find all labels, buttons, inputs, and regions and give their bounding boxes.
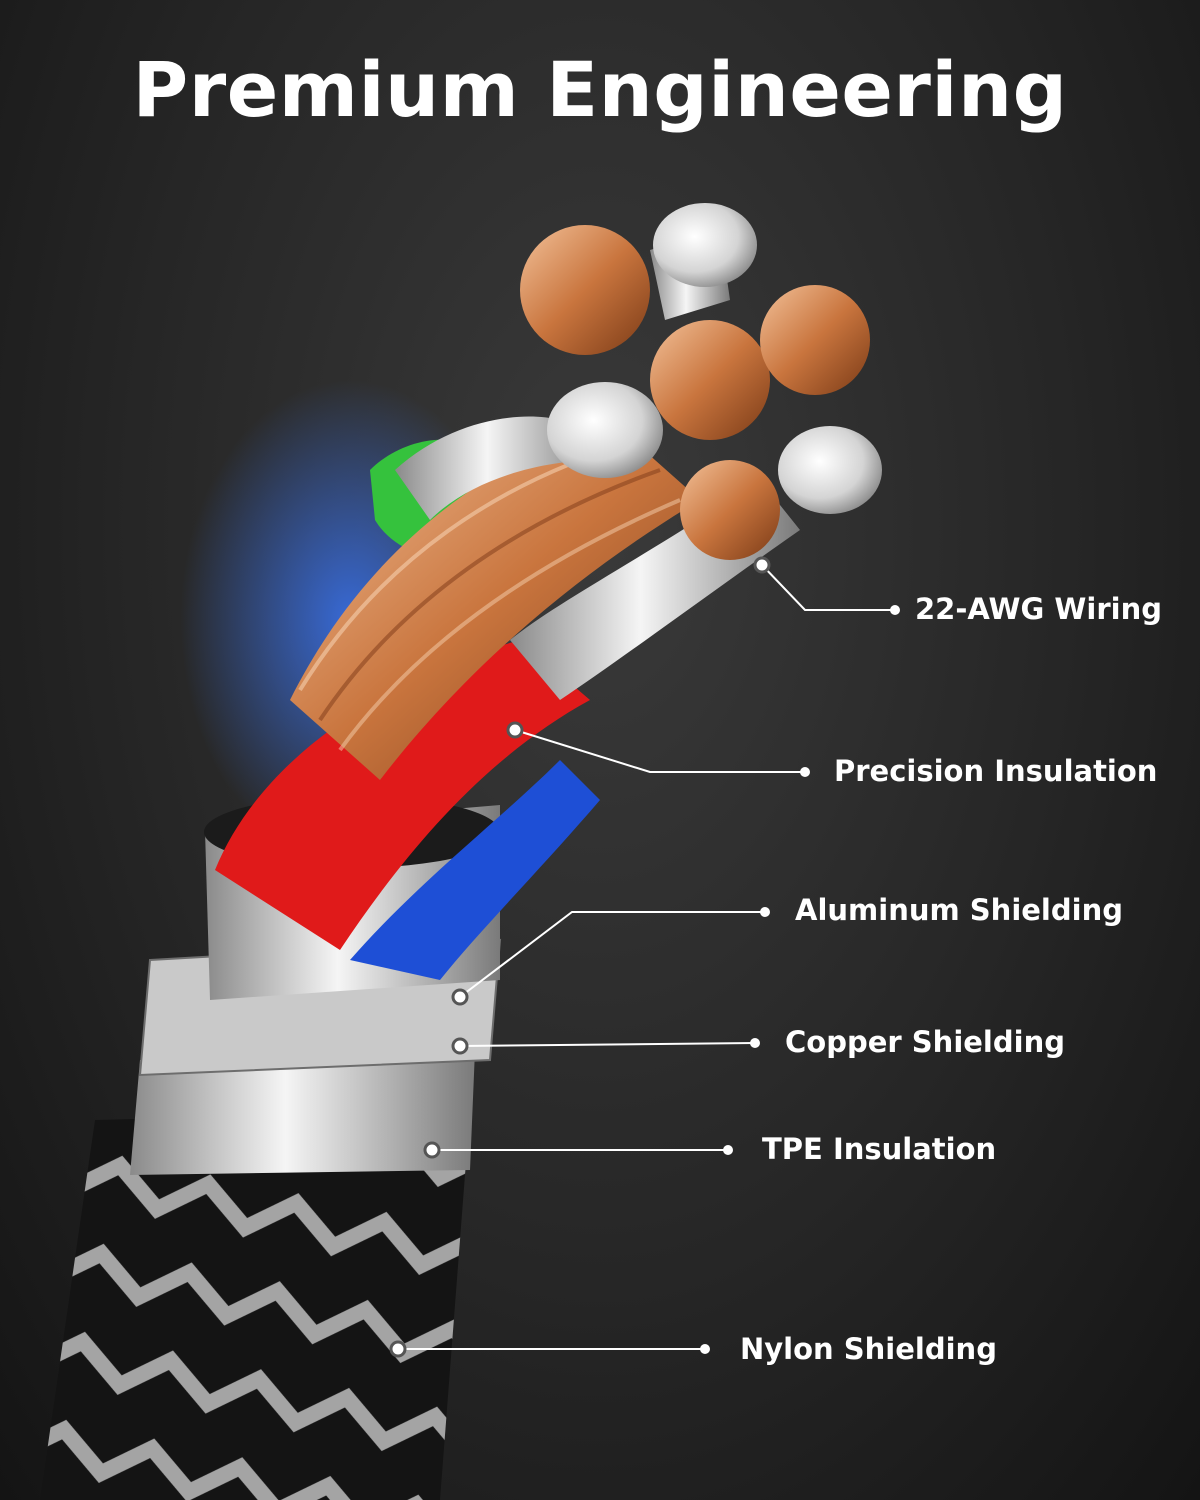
callout-copper-shielding: Copper Shielding [785, 1025, 1065, 1059]
leader-line-aluminum [459, 911, 765, 998]
callout-nylon-shielding: Nylon Shielding [740, 1332, 997, 1366]
callout-aluminum-shielding: Aluminum Shielding [795, 893, 1123, 927]
silver-tip [653, 203, 757, 287]
blue-insulation-shape [350, 760, 600, 980]
leader-line-22awg [761, 564, 895, 611]
nylon-jacket-shape [40, 1110, 470, 1500]
copper-strand-cluster [520, 225, 870, 560]
leader-line-precision [514, 729, 805, 773]
silver-tip [778, 426, 882, 514]
silver-tip [547, 382, 663, 478]
callout-22awg-wiring: 22-AWG Wiring [915, 592, 1162, 626]
red-insulation-shape [215, 640, 590, 950]
page-title: Premium Engineering [132, 45, 1068, 134]
tpe-band-shape [130, 1050, 475, 1175]
callout-tpe-insulation: TPE Insulation [762, 1132, 997, 1166]
leader-line-copper [459, 1042, 756, 1047]
callout-precision-insulation: Precision Insulation [834, 754, 1158, 788]
